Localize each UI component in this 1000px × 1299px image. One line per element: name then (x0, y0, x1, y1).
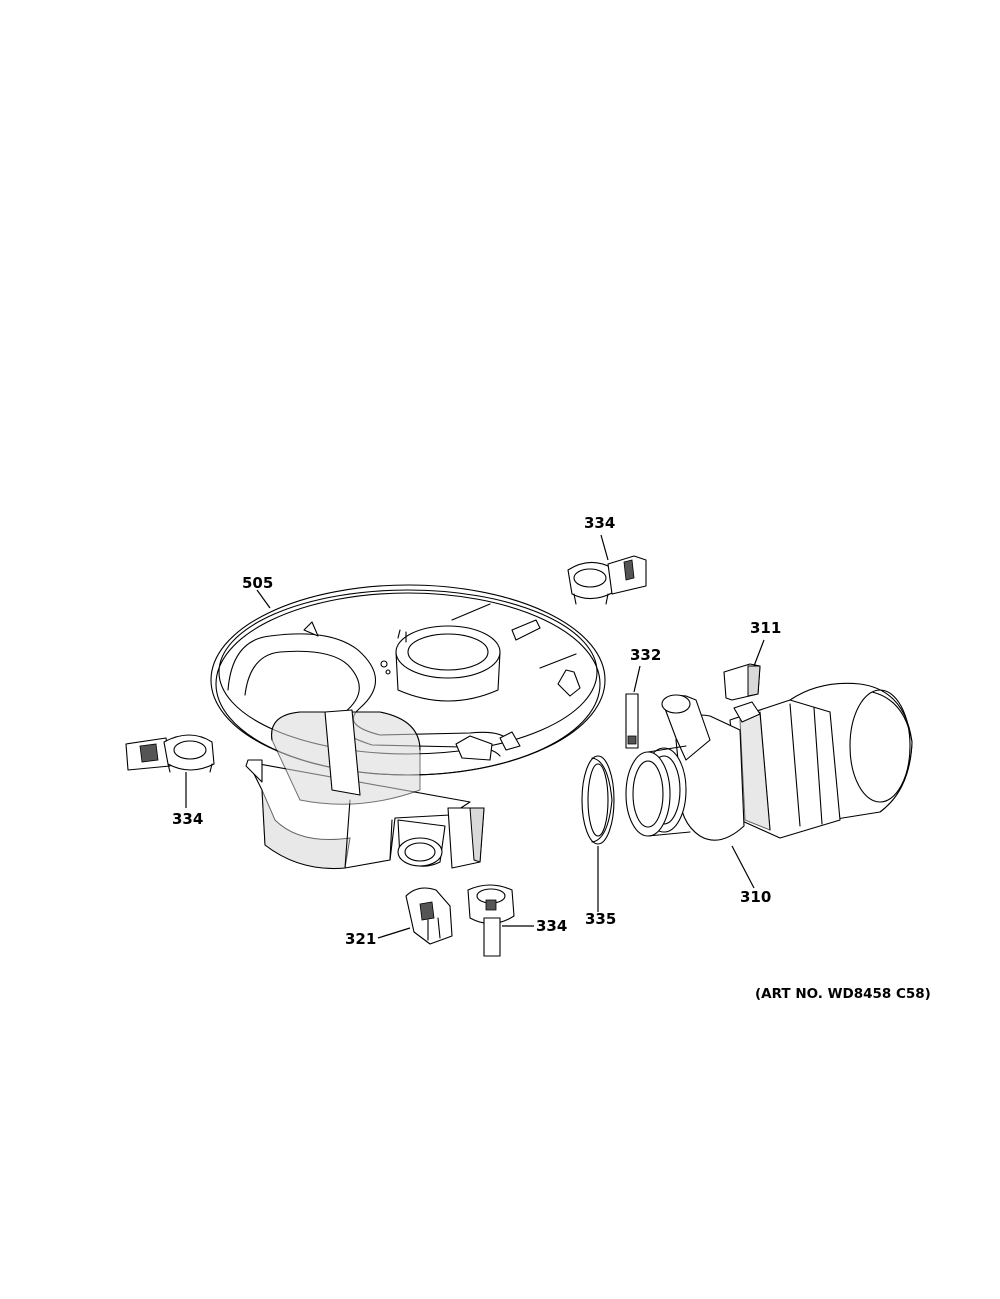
clamp-334-bottom (467, 884, 515, 957)
leader-321 (377, 927, 411, 939)
callout-311: 311 (750, 619, 782, 637)
sump-assembly (210, 584, 606, 870)
leader-332 (633, 665, 641, 693)
callout-334-bottom: 334 (536, 917, 568, 935)
art-number: (ART NO. WD8458 C58) (755, 986, 931, 1002)
callout-334-top: 334 (584, 514, 616, 532)
seal-335 (581, 755, 615, 845)
callout-321: 321 (345, 930, 377, 948)
part-311 (723, 663, 761, 701)
callout-310: 310 (740, 888, 772, 906)
pump-310 (625, 682, 913, 841)
sensor-321 (405, 887, 453, 945)
clamp-334-top (567, 555, 647, 605)
leader-311 (753, 639, 765, 667)
leader-334-top (600, 534, 609, 561)
clamp-334-left (125, 734, 215, 773)
leader-505 (256, 589, 271, 609)
callout-334-left: 334 (172, 810, 204, 828)
leader-310 (731, 845, 755, 889)
callout-335: 335 (585, 910, 617, 928)
callout-505: 505 (242, 574, 274, 592)
part-332 (625, 693, 639, 749)
callout-332: 332 (630, 646, 662, 664)
